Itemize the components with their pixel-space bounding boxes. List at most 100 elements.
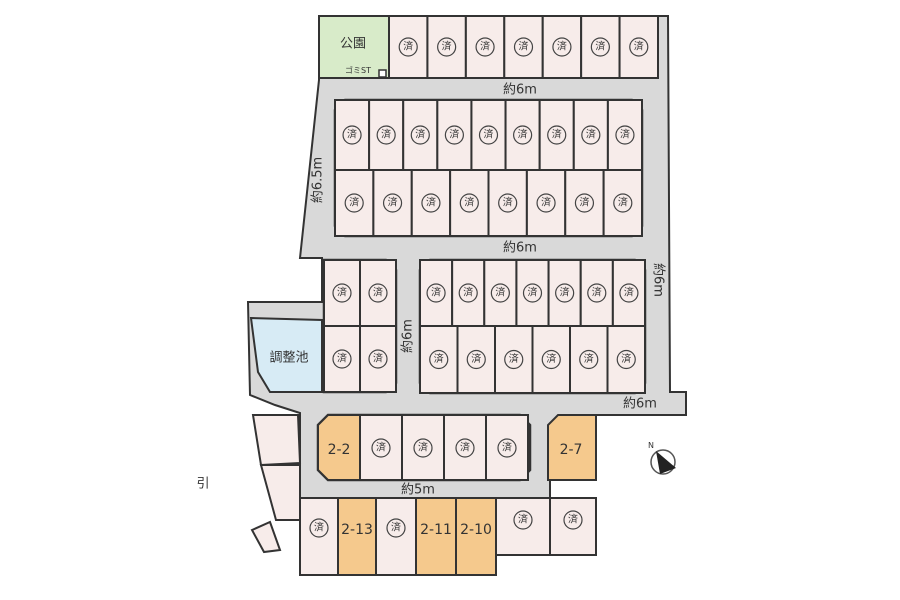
road-width-middle: 約6m: [503, 241, 537, 256]
svg-text:2-10: 2-10: [460, 522, 492, 538]
lot-sold[interactable]: [419, 259, 454, 327]
lot-sold[interactable]: [531, 325, 571, 394]
sold-mark-icon: [590, 37, 610, 57]
lot-sold[interactable]: [359, 414, 403, 481]
lot-sold[interactable]: [494, 325, 534, 394]
retention-pond: [249, 316, 323, 393]
lot-sold[interactable]: [541, 15, 583, 79]
lot-sold[interactable]: [388, 15, 429, 79]
lot-sold[interactable]: [443, 414, 487, 481]
sold-mark-icon: [458, 283, 478, 303]
svg-text:済: 済: [518, 513, 528, 526]
lot-sold[interactable]: [251, 414, 302, 467]
svg-text:済: 済: [560, 286, 570, 299]
sold-mark-icon: [371, 438, 391, 458]
svg-text:済: 済: [442, 40, 452, 53]
sold-mark-icon: [541, 349, 561, 370]
svg-text:2-11: 2-11: [420, 522, 452, 538]
svg-text:済: 済: [460, 441, 470, 454]
lot-sold[interactable]: [334, 169, 375, 237]
svg-text:済: 済: [592, 286, 602, 299]
lot-sold[interactable]: [485, 414, 529, 481]
svg-text:済: 済: [484, 128, 494, 141]
svg-text:済: 済: [381, 128, 391, 141]
lot-sold[interactable]: [470, 99, 507, 171]
sold-mark-icon: [444, 125, 464, 145]
svg-text:済: 済: [518, 128, 528, 141]
sold-mark-icon: [475, 37, 495, 57]
lot-sold[interactable]: [504, 99, 541, 171]
svg-text:済: 済: [586, 128, 596, 141]
lot-sold[interactable]: [449, 169, 490, 237]
svg-text:済: 済: [373, 286, 383, 299]
sold-mark-icon: [498, 193, 518, 213]
sold-mark-icon: [587, 283, 607, 303]
sold-mark-icon: [522, 283, 543, 303]
sold-mark-icon: [513, 125, 533, 145]
sold-mark-icon: [332, 349, 352, 369]
svg-text:済: 済: [431, 286, 441, 299]
svg-text:済: 済: [463, 286, 473, 299]
svg-text:済: 済: [568, 513, 578, 526]
lot-sold[interactable]: [259, 464, 301, 521]
sold-mark-icon: [579, 349, 599, 370]
lot-2-11[interactable]: [415, 497, 457, 576]
sold-mark-icon: [413, 438, 433, 458]
svg-text:済: 済: [621, 352, 631, 365]
sold-mark-icon: [478, 125, 499, 145]
svg-text:済: 済: [480, 40, 490, 53]
svg-text:済: 済: [418, 441, 428, 454]
lot-sold[interactable]: [606, 325, 646, 394]
lot-sold[interactable]: [419, 325, 459, 394]
lot-sold[interactable]: [410, 169, 452, 237]
sold-mark-icon: [497, 438, 517, 458]
lot-sold[interactable]: [503, 15, 544, 79]
lot-sold[interactable]: [572, 99, 609, 171]
road-width-left: 約6.5m: [311, 157, 326, 203]
sold-mark-icon: [563, 510, 583, 530]
sold-mark-icon: [459, 193, 479, 213]
lot-2-7-label: 2-7: [560, 442, 583, 458]
sold-mark-icon: [342, 125, 362, 145]
lot-sold[interactable]: [487, 169, 528, 237]
sold-mark-icon: [629, 37, 649, 57]
svg-text:済: 済: [471, 352, 481, 365]
lot-corner[interactable]: [250, 520, 282, 554]
sold-mark-icon: [455, 438, 475, 458]
svg-text:済: 済: [426, 196, 436, 209]
svg-text:済: 済: [579, 196, 589, 209]
svg-text:済: 済: [403, 40, 413, 53]
lot-sold[interactable]: [359, 325, 397, 393]
svg-text:済: 済: [391, 521, 401, 534]
lot-sold[interactable]: [495, 497, 551, 556]
svg-text:済: 済: [347, 128, 357, 141]
svg-text:N: N: [648, 441, 654, 450]
lot-sold[interactable]: [436, 99, 473, 171]
sold-mark-icon: [613, 193, 633, 213]
lot-sold[interactable]: [606, 99, 644, 171]
sold-mark-icon: [344, 193, 364, 213]
sold-mark-icon: [376, 125, 396, 145]
svg-text:済: 済: [337, 286, 347, 299]
lot-sold[interactable]: [618, 15, 659, 79]
lot-2-7[interactable]: [547, 414, 597, 481]
sold-mark-icon: [581, 125, 601, 145]
svg-text:済: 済: [509, 352, 519, 365]
lot-sold[interactable]: [549, 497, 597, 556]
lot-sold[interactable]: [483, 259, 518, 327]
svg-text:済: 済: [337, 352, 347, 365]
lot-sold[interactable]: [579, 259, 614, 327]
svg-text:済: 済: [541, 196, 551, 209]
sold-mark-icon: [410, 125, 430, 145]
sold-mark-icon: [547, 125, 567, 145]
lot-sold[interactable]: [602, 169, 643, 237]
lot-sold[interactable]: [525, 169, 567, 237]
sold-mark-icon: [490, 283, 510, 303]
lot-sold[interactable]: [426, 15, 467, 79]
svg-text:済: 済: [595, 40, 605, 53]
sold-mark-icon: [429, 349, 449, 370]
svg-text:済: 済: [314, 521, 324, 534]
compass-icon: N: [648, 441, 676, 475]
garbage-station-label: ゴミST: [345, 65, 371, 75]
